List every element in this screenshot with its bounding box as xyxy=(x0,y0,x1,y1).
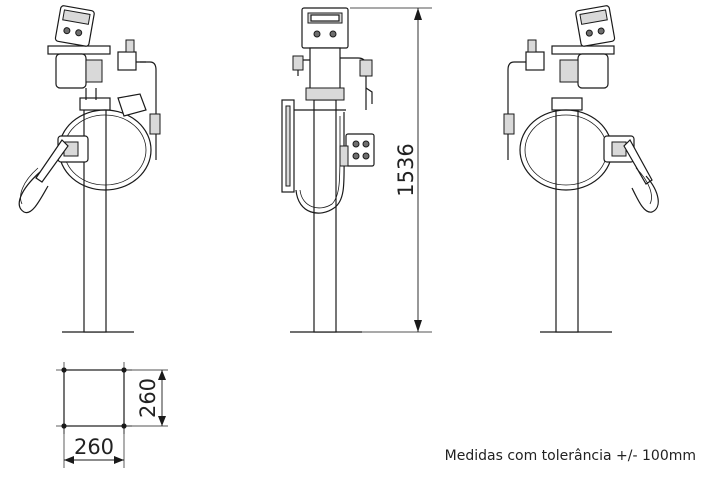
nozzle-front xyxy=(339,133,375,167)
base-plan-view: 260 260 xyxy=(56,362,168,468)
tolerance-note: Medidas com tolerância +/- 100mm xyxy=(445,448,696,464)
base-depth-dimension-label: 260 xyxy=(136,378,160,418)
meter-flange-right xyxy=(559,59,579,83)
meter-body-right xyxy=(577,53,609,89)
meter-body-left xyxy=(55,53,87,89)
column-collar-left xyxy=(79,97,111,111)
base-plate-plan xyxy=(63,369,125,427)
column-collar-front xyxy=(305,87,345,101)
filter-cap-right xyxy=(527,39,537,53)
front-view xyxy=(281,7,375,333)
mount-plate-right xyxy=(551,45,615,55)
bolt-holes xyxy=(61,367,127,429)
display-head-front xyxy=(301,7,349,49)
meter-body-front xyxy=(309,47,341,91)
swivel-right xyxy=(503,113,515,135)
column-collar-right xyxy=(551,97,583,111)
nozzle-holder-left xyxy=(117,93,147,117)
supply-pipe-left xyxy=(136,61,157,160)
swivel-left xyxy=(149,113,161,135)
filter-right xyxy=(525,51,545,71)
side-view-left xyxy=(18,5,161,333)
nozzle-right xyxy=(603,135,659,213)
supply-pipe-right xyxy=(507,61,526,160)
meter-flange-left xyxy=(85,59,103,83)
height-dimension: 1536 xyxy=(350,7,432,333)
filter-left xyxy=(117,51,137,71)
filter-cap-left xyxy=(125,39,135,53)
side-view-right xyxy=(503,5,659,333)
height-dimension-label: 1536 xyxy=(394,143,418,196)
mount-plate-left xyxy=(47,45,111,55)
display-head-right xyxy=(575,5,616,47)
base-width-dimension-label: 260 xyxy=(74,435,114,459)
nozzle-left xyxy=(18,135,89,214)
column-front xyxy=(313,99,337,333)
display-head-left xyxy=(54,5,95,47)
column-right xyxy=(555,107,579,333)
